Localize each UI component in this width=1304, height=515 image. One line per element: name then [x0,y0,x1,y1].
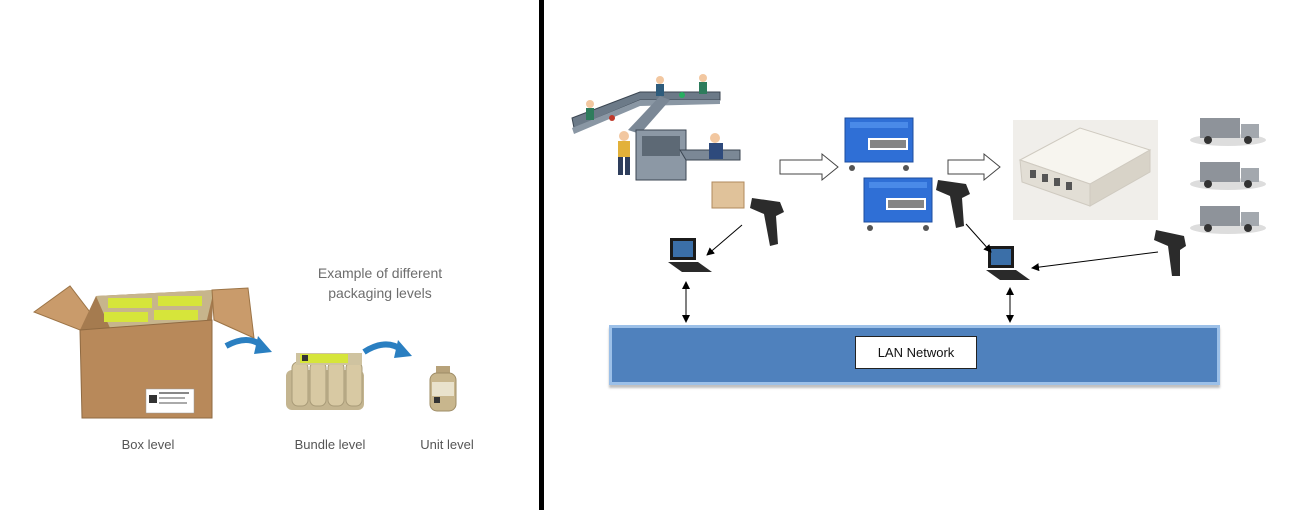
curved-arrow-icon [362,340,412,358]
blue-bin-icon [863,177,933,231]
bottle-icon [429,366,457,412]
truck-icon [1190,206,1266,234]
connector-line [706,224,743,256]
bottle-bundle-icon [286,353,364,410]
connector-line [965,223,992,253]
box-level-label: Box level [121,437,175,452]
barcode-scanner-icon [750,198,784,246]
truck-icon [1190,118,1266,146]
bundle-level-label: Bundle level [294,437,366,452]
production-line-icon [571,74,745,209]
curved-arrow-icon [224,336,272,354]
lan-network-label: LAN Network [855,336,977,369]
unit-level-label: Unit level [420,437,474,452]
cardboard-box-icon [32,285,255,419]
barcode-scanner-icon [936,180,970,228]
packaging-heading: Example of different packaging levels [300,263,460,303]
laptop-icon [668,238,712,272]
laptop-icon [986,246,1030,280]
truck-icon [1190,162,1266,190]
blue-bin-icon [844,117,914,171]
barcode-scanner-icon [1154,230,1186,276]
heading-line-2: packaging levels [328,285,432,301]
heading-line-1: Example of different [317,265,443,281]
panel-divider [539,0,544,510]
flow-arrow-icon [947,152,1001,182]
warehouse-icon [1013,120,1158,220]
lan-network-bar [609,325,1220,385]
flow-arrow-icon [779,152,839,182]
connector-line [1031,251,1159,272]
